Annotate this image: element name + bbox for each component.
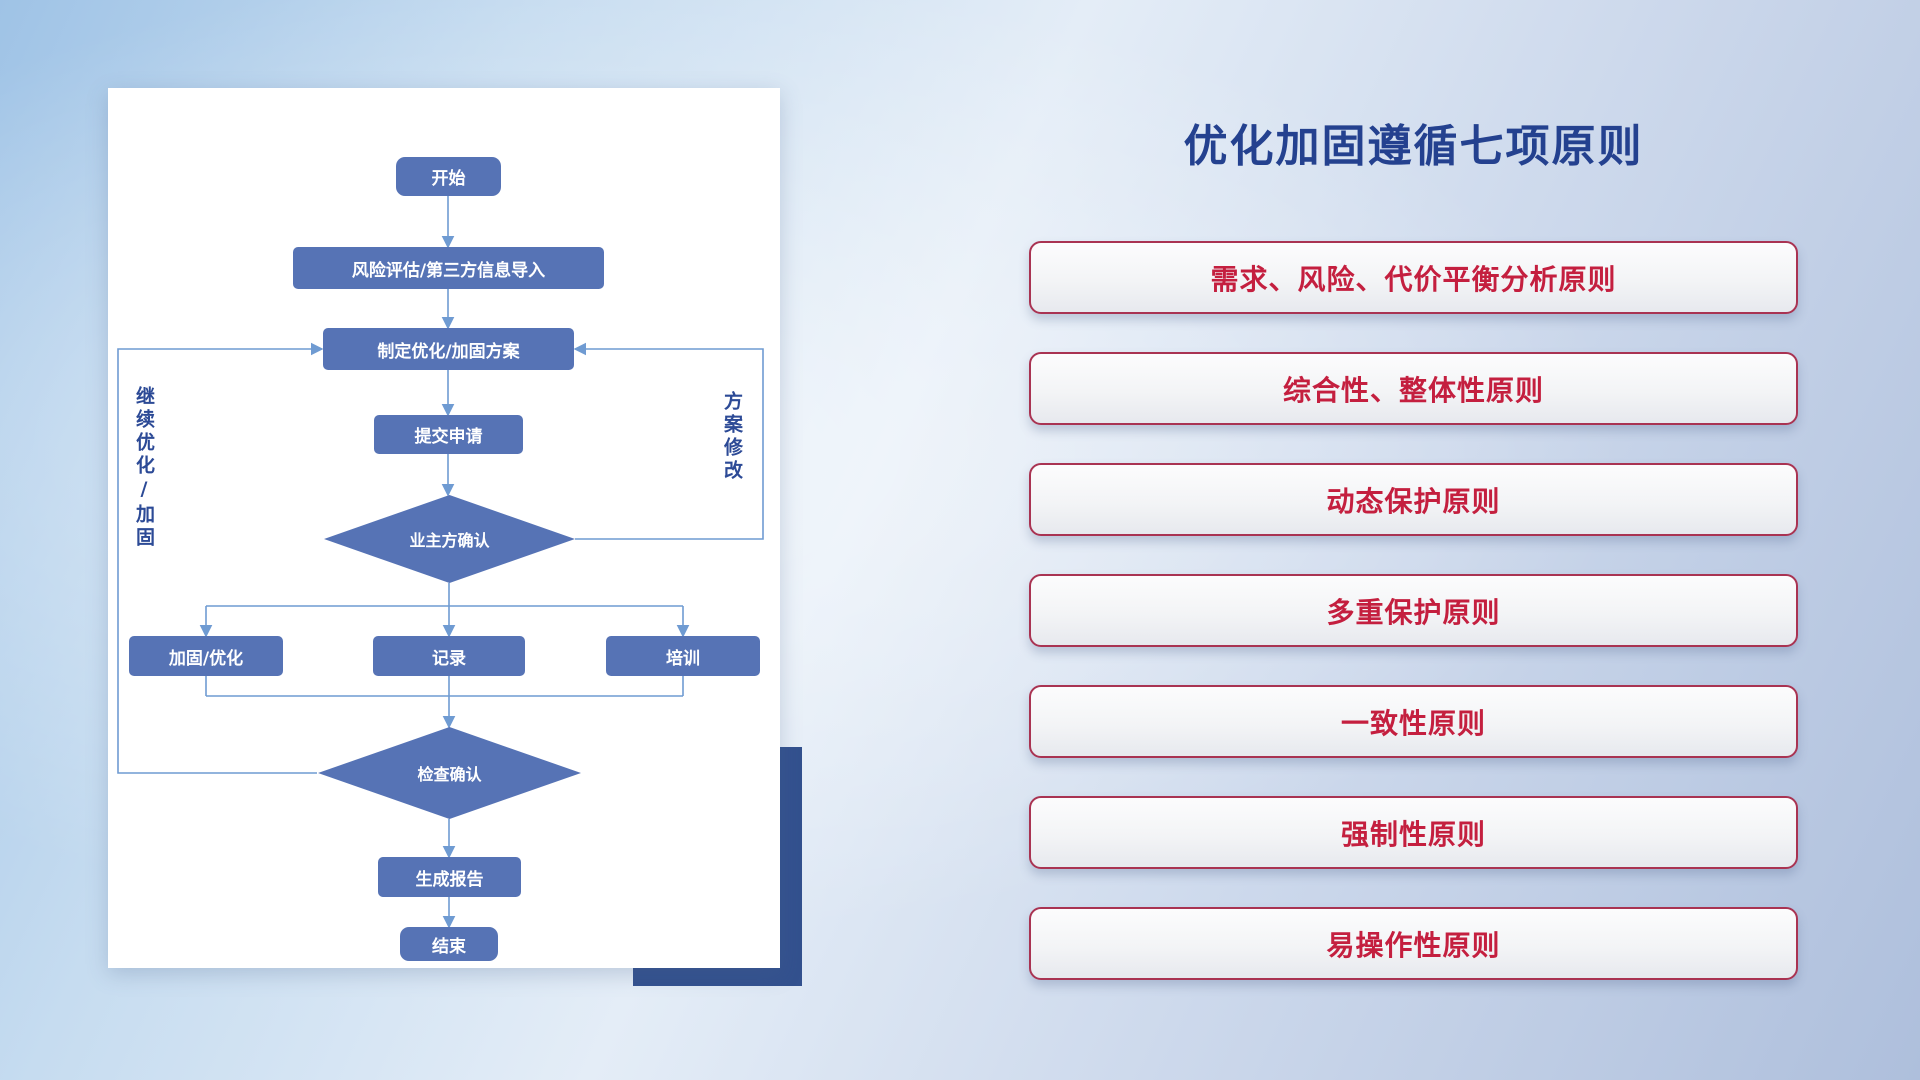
flow-arrow-loop-right — [573, 342, 764, 540]
page-title: 优化加固遵循七项原则 — [1183, 121, 1644, 172]
flow-node-end: 结束 — [400, 927, 498, 961]
flowchart-connectors — [117, 196, 764, 929]
flow-node-make-plan: 制定优化/加固方案 — [323, 328, 574, 370]
flow-node-start: 开始 — [396, 157, 501, 196]
principle-item-2: 综合性、整体性原则 — [1029, 352, 1798, 425]
flow-node-training: 培训 — [606, 636, 760, 676]
principle-item-5: 一致性原则 — [1029, 685, 1798, 758]
flow-node-record: 记录 — [373, 636, 525, 676]
loop-label-modify-plan: 方案修改 — [721, 391, 743, 483]
principle-item-6: 强制性原则 — [1029, 796, 1798, 869]
principle-item-7: 易操作性原则 — [1029, 907, 1798, 980]
flow-node-reinforce: 加固/优化 — [129, 636, 283, 676]
principle-item-1: 需求、风险、代价平衡分析原则 — [1029, 241, 1798, 314]
flowchart-panel: 开始 风险评估/第三方信息导入 制定优化/加固方案 提交申请 业主方确认 加固/… — [108, 88, 780, 968]
principles-list: 需求、风险、代价平衡分析原则 综合性、整体性原则 动态保护原则 多重保护原则 一… — [1029, 241, 1798, 980]
flow-node-report: 生成报告 — [378, 857, 521, 897]
flow-node-submit: 提交申请 — [374, 415, 523, 454]
principle-item-4: 多重保护原则 — [1029, 574, 1798, 647]
loop-label-continue-optimize: 继续优化/加固 — [133, 386, 155, 550]
flow-node-risk-import: 风险评估/第三方信息导入 — [293, 247, 604, 289]
flow-arrow-loop-left — [117, 342, 324, 774]
principle-item-3: 动态保护原则 — [1029, 463, 1798, 536]
